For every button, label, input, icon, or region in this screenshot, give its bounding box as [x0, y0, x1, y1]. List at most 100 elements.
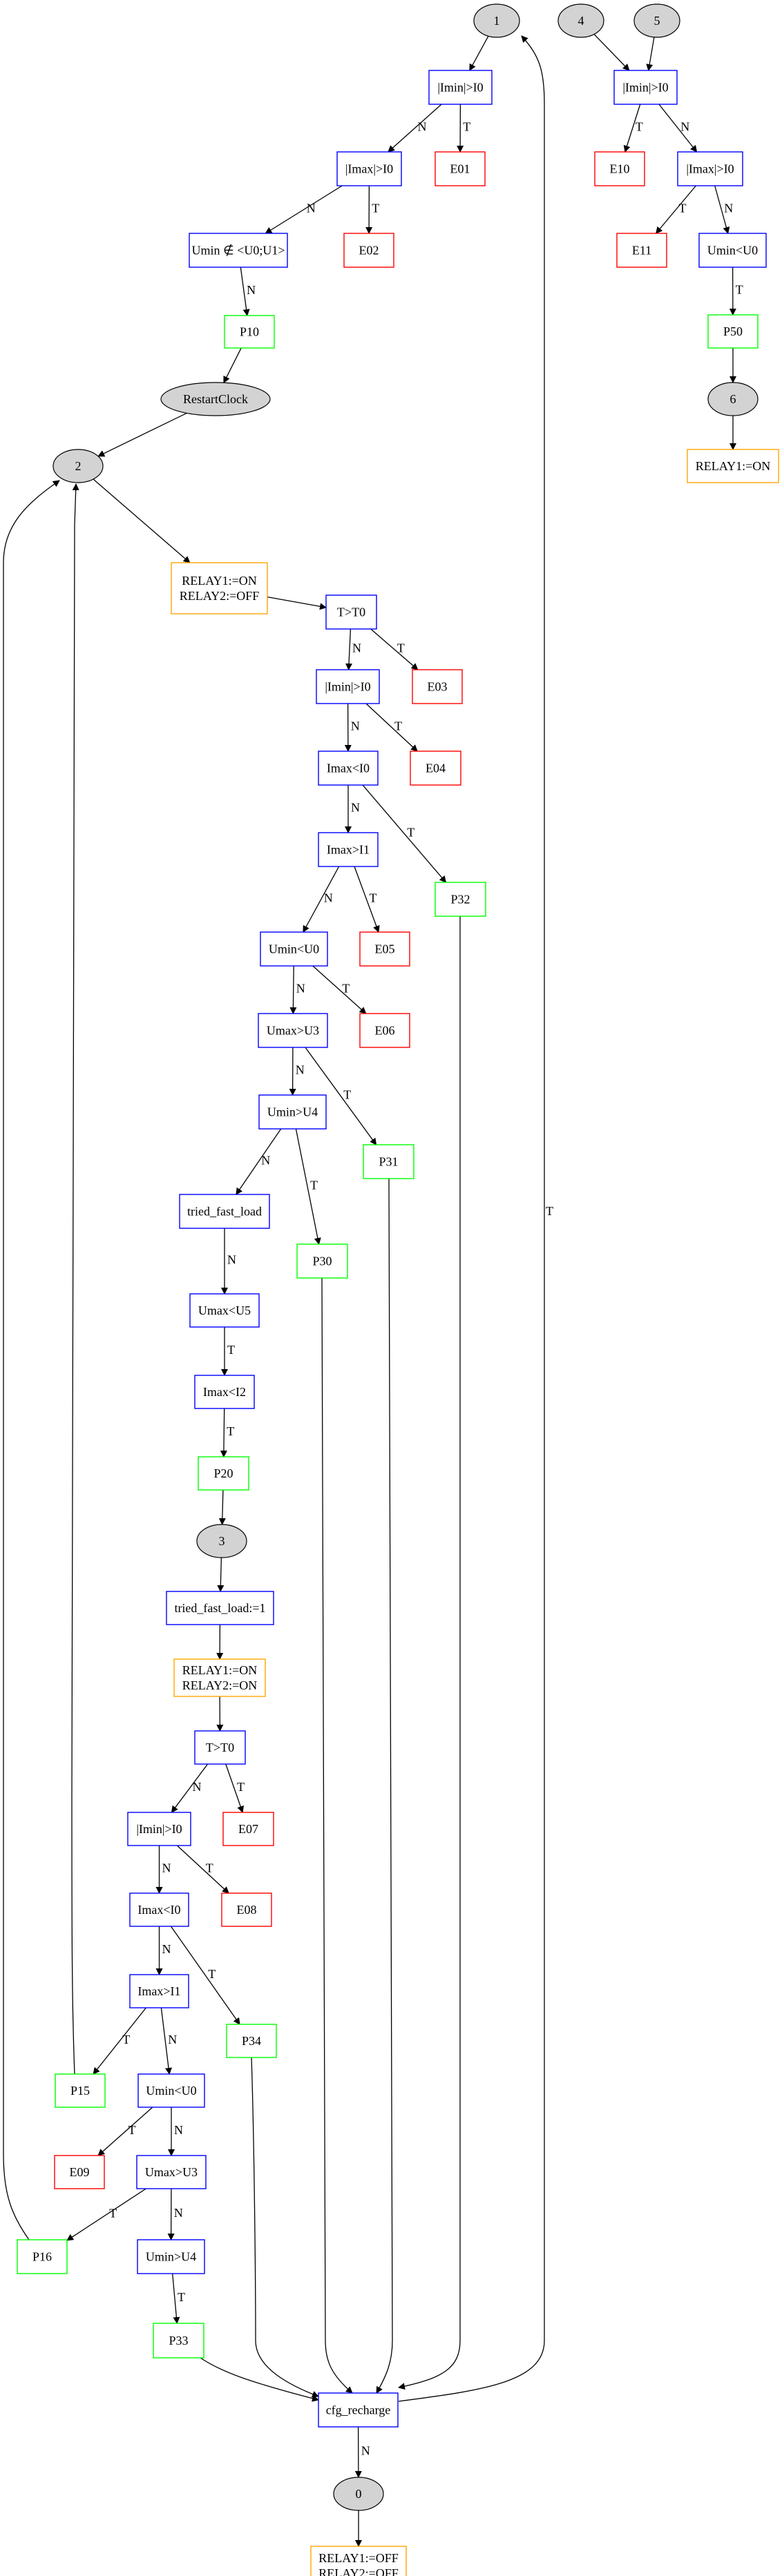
edge-c_imaxgt_c-to-c_umin_c: N — [160, 2007, 177, 2075]
condition-box — [129, 1974, 189, 2008]
node-label: E08 — [237, 1903, 257, 1917]
node-label: 5 — [654, 14, 660, 28]
node-condition-c_imax_a: |Imax|>I0 — [336, 151, 402, 186]
condition-box — [318, 832, 379, 867]
condition-box — [136, 2155, 207, 2189]
edge-line — [345, 628, 353, 670]
edge-c_umin4_b-to-c_tried: N — [236, 1128, 282, 1195]
node-label: P15 — [70, 2084, 90, 2098]
node-label: T>T0 — [206, 1741, 234, 1754]
node-label: P32 — [450, 893, 470, 907]
edge-label: T — [372, 202, 379, 215]
node-condition-set_tried: tried_fast_load:=1 — [166, 1591, 274, 1625]
node-error-e08: E08 — [221, 1892, 272, 1927]
node-label: 0 — [356, 2487, 362, 2501]
node-pass-p31: P31 — [363, 1144, 414, 1179]
edge-label: N — [307, 202, 316, 215]
edge-label: T — [463, 120, 470, 134]
edge-line — [376, 1178, 393, 2394]
condition-box — [316, 669, 380, 704]
edge-label: T — [178, 2290, 185, 2304]
node-error-e09: E09 — [54, 2155, 105, 2189]
edge-line — [236, 1128, 282, 1195]
condition-box — [428, 70, 493, 105]
node-label: E01 — [450, 162, 470, 176]
node-condition-c_umax_c: Umax>U3 — [136, 2155, 207, 2189]
condition-box — [137, 2239, 205, 2274]
node-label: P20 — [213, 1466, 233, 1480]
node-label: 1 — [494, 14, 500, 28]
node-label: E09 — [70, 2165, 90, 2179]
node-label: 6 — [730, 392, 736, 406]
edge-c_imax_a-to-c_umin_range: N — [265, 185, 343, 234]
connector-ellipse — [160, 382, 271, 416]
edge-c_imin_c-to-e08: T — [176, 1845, 229, 1894]
edge-label: T — [679, 202, 687, 215]
edge-c_t_a-to-e03: T — [370, 628, 419, 670]
pass-box — [224, 315, 275, 349]
edge-p10-to-restart — [223, 347, 242, 384]
node-error-e11: E11 — [616, 233, 667, 268]
node-label: Umin>U4 — [267, 1105, 318, 1119]
node-label: |Imin|>I0 — [325, 680, 370, 694]
edge-label: N — [227, 1253, 236, 1267]
condition-box — [194, 1730, 246, 1765]
node-label: Imax>I1 — [327, 843, 370, 857]
node-label: RestartClock — [183, 392, 248, 406]
node-label: T>T0 — [337, 606, 365, 619]
edge-label: N — [168, 2033, 177, 2046]
edge-c_umin_c-to-e09: T — [97, 2107, 153, 2156]
action-box — [173, 1658, 266, 1697]
node-condition-c_imin_b: |Imin|>I0 — [316, 669, 380, 704]
edge-label: T — [227, 1343, 235, 1357]
node-pass-p16: P16 — [17, 2239, 68, 2274]
edge-line — [714, 185, 730, 234]
node-label: Imax<I0 — [327, 762, 370, 775]
edge-c_imaxlt_b-to-c_imaxgt_b: N — [345, 785, 360, 833]
node-pass-p50: P50 — [707, 314, 759, 349]
error-box — [343, 233, 394, 268]
edge-c_umin_c-to-c_umax_c: N — [168, 2107, 183, 2156]
edge-label: N — [351, 719, 360, 733]
edge-label: N — [247, 283, 256, 297]
connector-ellipse — [707, 382, 759, 416]
edge-line — [218, 1489, 226, 1525]
edge-label: N — [296, 1063, 305, 1077]
edge-c_umin_r-to-p50: T — [729, 267, 743, 316]
edge-c_imax2-to-p20: T — [220, 1408, 234, 1458]
node-label: P31 — [379, 1155, 398, 1169]
edge-c_imaxlt_b-to-p32: T — [362, 784, 447, 883]
pass-box — [435, 882, 486, 917]
node-label: RELAY2:=ON — [182, 1678, 258, 1692]
edge-line — [66, 2188, 146, 2241]
node-condition-c_umin4_b: Umin>U4 — [258, 1094, 327, 1130]
edge-line — [655, 185, 696, 234]
connector-ellipse — [633, 3, 680, 38]
edge-line — [265, 185, 343, 234]
edge-line — [200, 2357, 319, 2402]
edge-label: N — [174, 2123, 183, 2137]
error-box — [359, 931, 410, 967]
node-connector-restart: RestartClock — [160, 382, 271, 416]
edge-label: T — [736, 283, 743, 297]
edge-c_umin4_c-to-p33: T — [172, 2273, 185, 2324]
node-label: E04 — [426, 762, 446, 775]
condition-box — [189, 233, 288, 268]
node-label: P33 — [169, 2334, 188, 2347]
node-label: RELAY1:=OFF — [318, 2551, 399, 2565]
node-label: |Imin|>I0 — [437, 81, 483, 95]
condition-box — [189, 1293, 260, 1328]
node-pass-p30: P30 — [296, 1243, 348, 1279]
edge-c_umax_c-to-c_umin4_c: N — [167, 2188, 183, 2240]
edge-line — [398, 916, 461, 2390]
condition-box — [127, 1812, 191, 1846]
node-condition-c_imin_a: |Imin|>I0 — [428, 70, 493, 105]
edge-line — [289, 965, 297, 1014]
node-label: |Imax|>I0 — [686, 162, 734, 176]
edge-line — [469, 35, 489, 71]
node-label: RELAY1:=ON — [696, 459, 771, 473]
node-condition-c_imax2: Imax<I2 — [194, 1375, 255, 1409]
node-condition-c_t_c: T>T0 — [194, 1730, 246, 1765]
edge-c_imin_b-to-e04: T — [365, 703, 418, 752]
